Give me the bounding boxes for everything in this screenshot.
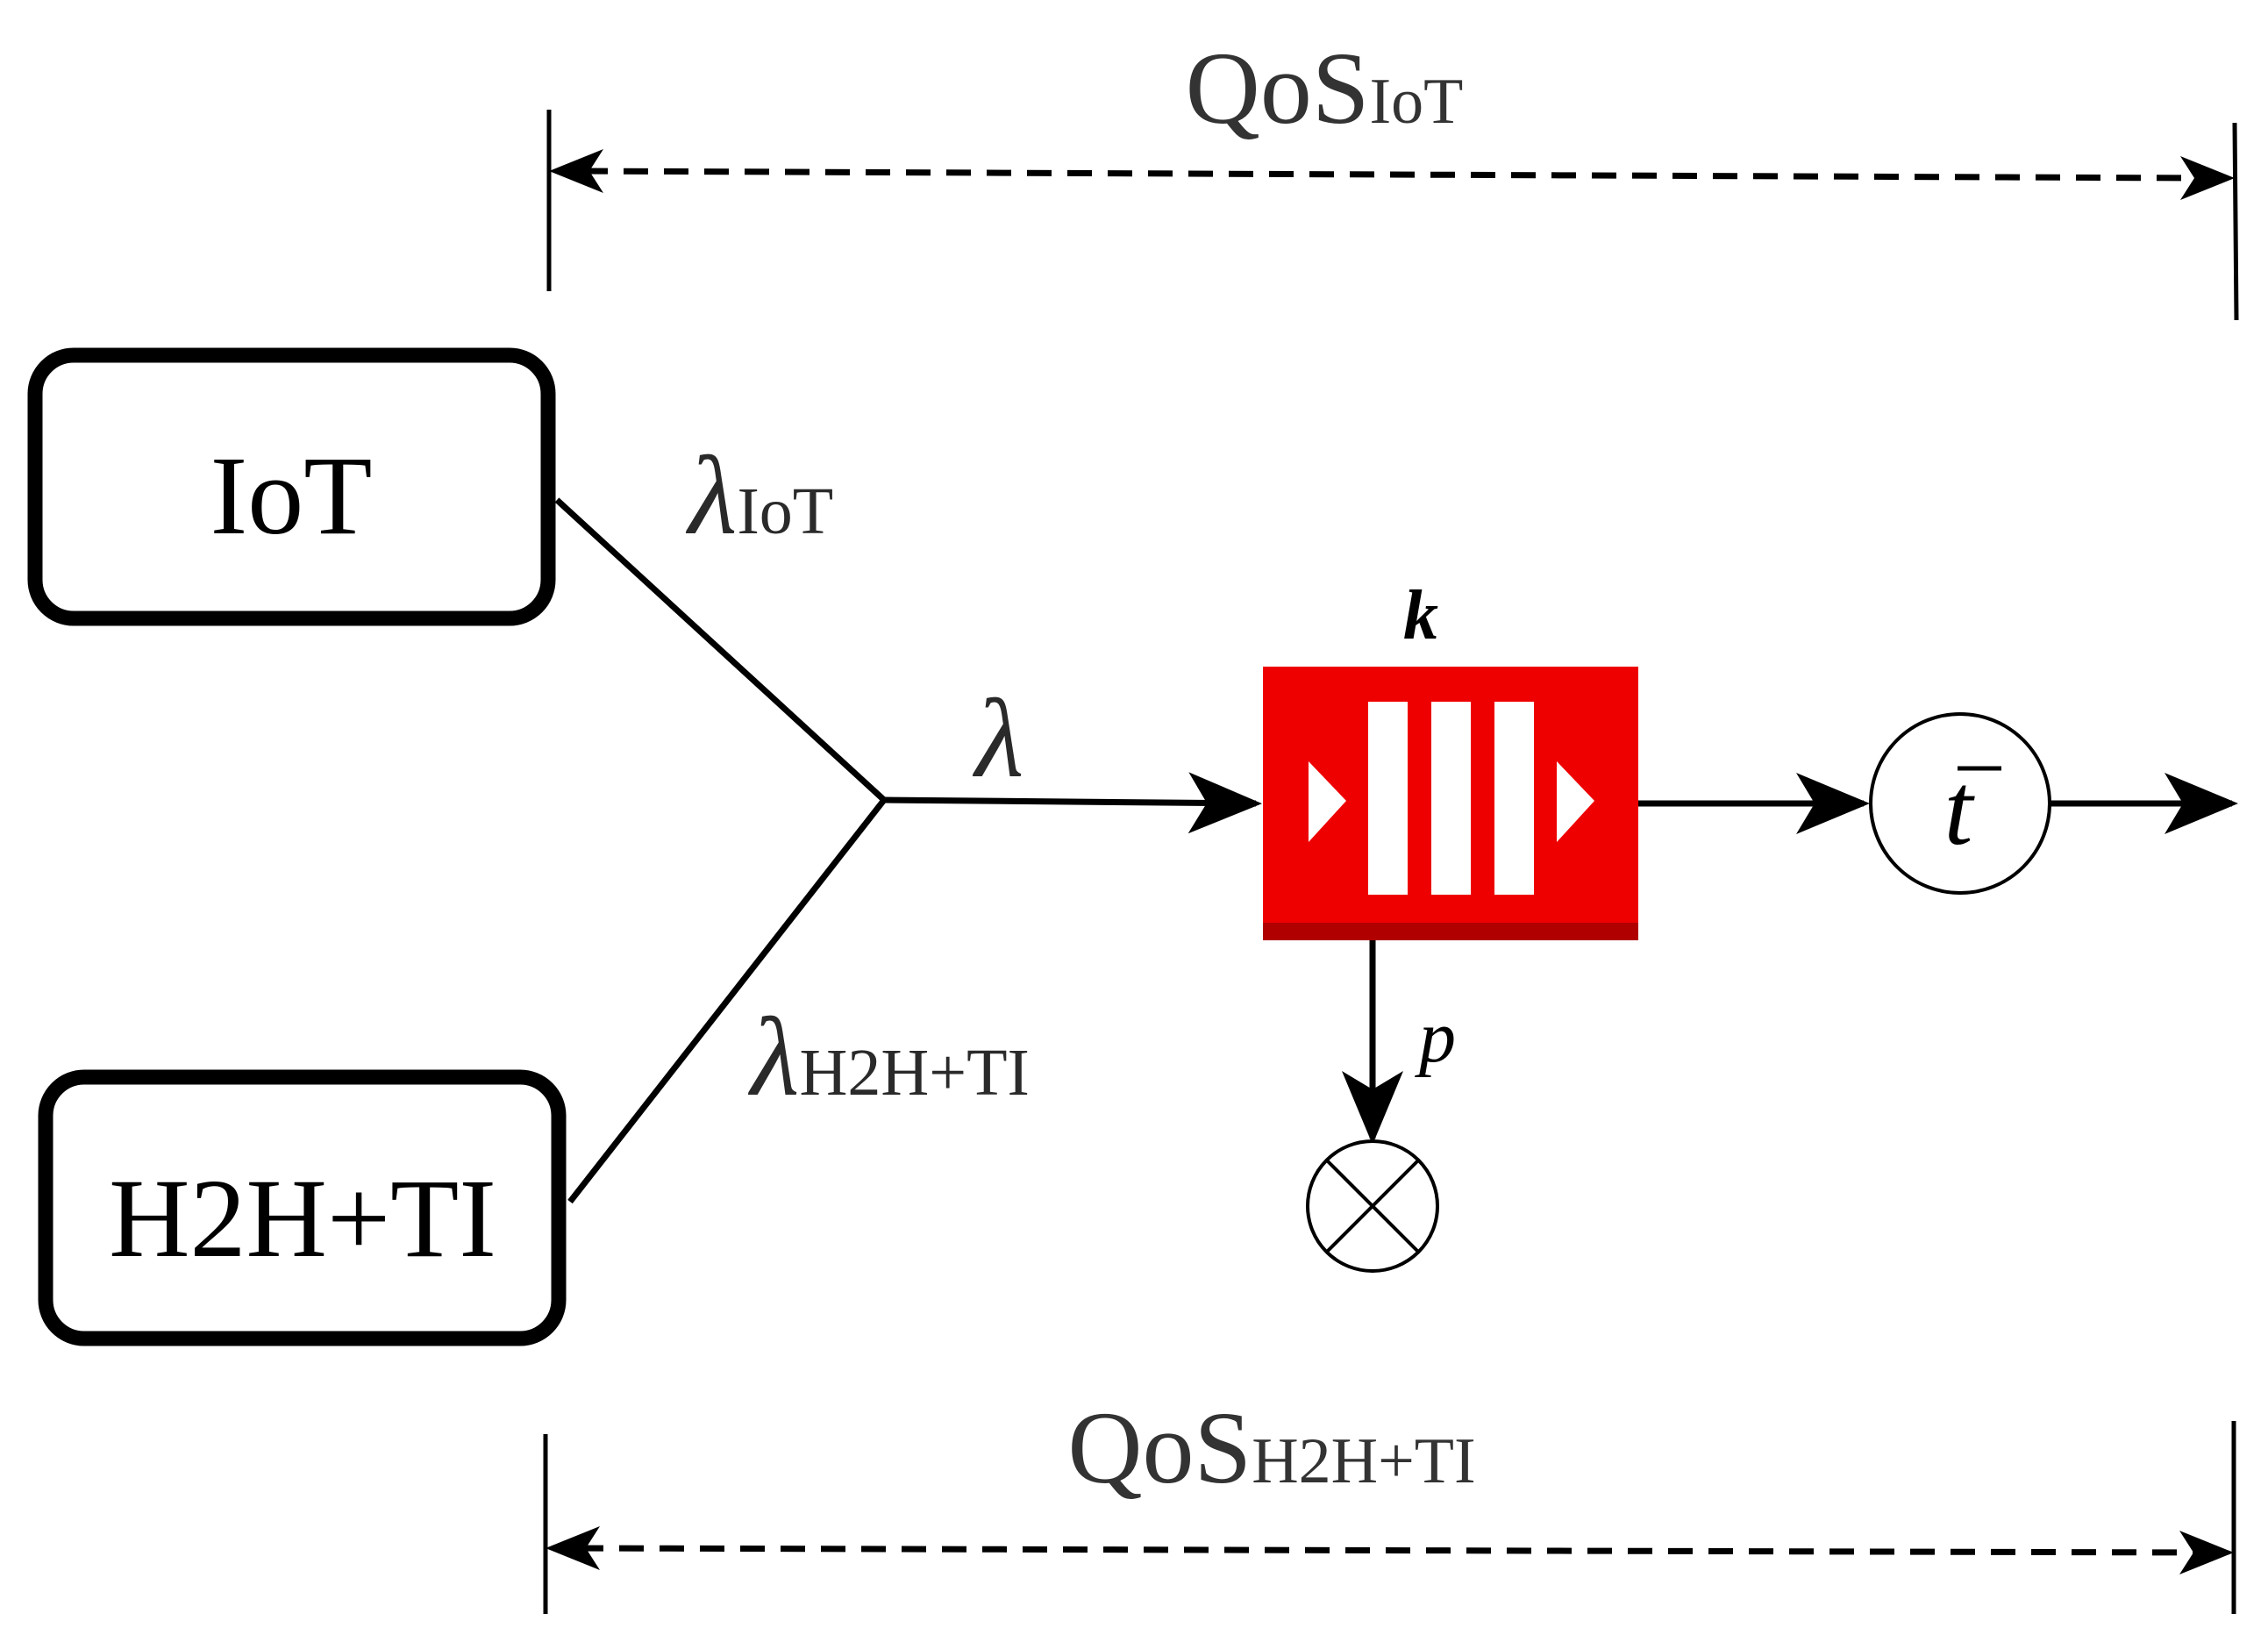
queue-input-triangle <box>1309 761 1346 842</box>
iot-source-box <box>27 347 556 626</box>
queue-slot-1 <box>1368 702 1408 895</box>
qos-h2h-label: QoSH2H+TI <box>1067 1390 1475 1505</box>
queue-output-triangle <box>1557 761 1594 842</box>
queue-buffer <box>1263 667 1638 940</box>
h2h-source-box <box>38 1069 567 1346</box>
h2h-source-node: H2H+TI <box>38 1069 567 1346</box>
drop-sink-cross-2 <box>1325 1159 1420 1253</box>
qos-iot-left-arrowhead <box>549 149 603 193</box>
iot-source-node: IoT <box>27 347 556 626</box>
qos-iot-dimension: QoSIoT <box>546 31 2239 321</box>
h2h-flow-line <box>567 797 887 1204</box>
qos-h2h-dimension: QoSH2H+TI <box>543 1390 2236 1614</box>
lambda-iot-label: λIoT <box>685 433 833 558</box>
qos-h2h-left-arrowhead <box>546 1526 600 1570</box>
qos-iot-right-tick <box>2232 122 2239 321</box>
qos-iot-right-arrowhead <box>2180 156 2235 200</box>
qos-h2h-dashed-line <box>578 1545 2200 1556</box>
queue-slot-2 <box>1431 702 1471 895</box>
lambda-total-label: λ <box>972 676 1023 801</box>
service-time-label: t <box>1944 752 1976 867</box>
merged-flow-arrow <box>883 772 1262 834</box>
drop-sink-icon <box>1306 1139 1439 1273</box>
service-time-node: t <box>1869 712 2051 895</box>
queue-capacity-label: k <box>1403 577 1438 654</box>
qos-iot-dashed-line <box>582 168 2202 182</box>
queue-slot-3 <box>1494 702 1534 895</box>
iot-flow-line <box>554 497 887 803</box>
h2h-source-label: H2H+TI <box>109 1156 496 1281</box>
drop-probability-label: p <box>1415 996 1456 1078</box>
qos-iot-label: QoSIoT <box>1186 31 1464 146</box>
qos-h2h-right-arrowhead <box>2179 1531 2234 1574</box>
iot-source-label: IoT <box>210 433 373 558</box>
lambda-h2h-label: λH2H+TI <box>747 995 1030 1119</box>
